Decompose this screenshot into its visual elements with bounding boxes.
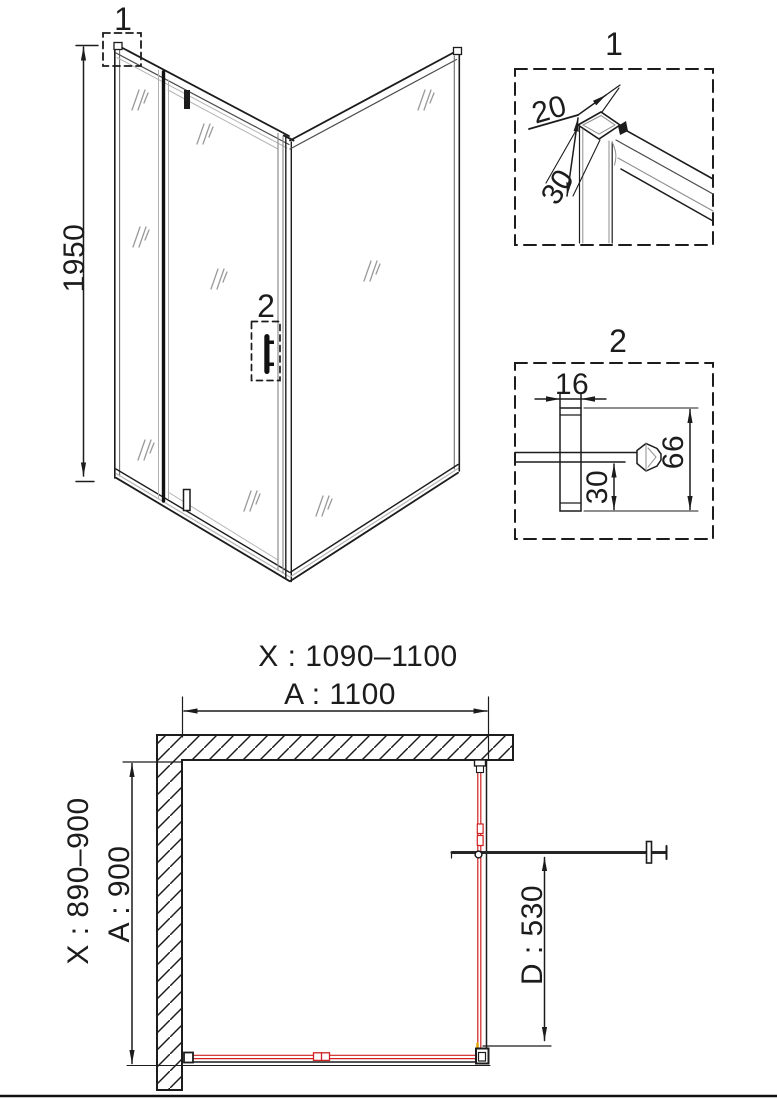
plan-depth-range-text: X : 890–900 — [62, 797, 95, 964]
wall-profile-section — [559, 392, 582, 512]
pivot-door — [167, 79, 284, 574]
plan-width-text: A : 1100 — [284, 678, 396, 711]
detail-2-dim-66 — [583, 407, 699, 512]
callout-2-label: 2 — [257, 288, 275, 324]
plan-glass-clip — [312, 1052, 331, 1062]
plan-door-pivot — [474, 850, 483, 859]
plan-hinge-clip — [476, 823, 484, 835]
corner-post — [283, 134, 295, 583]
door-top-pivot-pin — [184, 90, 190, 109]
right-panel-frame — [289, 46, 463, 583]
height-dimension — [75, 44, 99, 483]
height-dim-text: 1950 — [58, 224, 91, 293]
callout-2-box — [250, 320, 281, 382]
left-panel-frame — [113, 41, 290, 582]
callout-1-label: 1 — [114, 1, 132, 37]
detail-1-border — [514, 68, 714, 246]
detail-view-2: 2 16 66 — [514, 323, 714, 540]
detail-1-dim-20-text: 20 — [528, 89, 570, 130]
detail-2-dim-16-text: 16 — [555, 368, 589, 401]
plan-door-dimension — [482, 856, 552, 1047]
plan-open-door — [450, 840, 668, 864]
door-handle — [264, 334, 274, 374]
detail-1-label: 1 — [605, 26, 623, 62]
detail-2-dim-30-text: 30 — [581, 470, 614, 504]
door-bottom-pivot-pin — [182, 488, 191, 512]
callout-1-box — [102, 32, 142, 67]
detail-1-dim-30-text: 30 — [535, 164, 581, 211]
plan-door-text: D : 530 — [516, 885, 549, 985]
detail-2-dim-16 — [534, 396, 607, 402]
plan-right-glass — [473, 759, 488, 1050]
corner-profile-section — [576, 111, 628, 244]
glass-with-seal-section — [514, 442, 662, 472]
plan-corner-connector — [475, 1042, 490, 1065]
plan-door-handle — [645, 840, 653, 864]
plan-depth-text: A : 900 — [103, 846, 136, 943]
detail-1-dim-30 — [545, 117, 601, 197]
detail-2-dim-66-text: 66 — [657, 435, 690, 469]
detail-2-border — [514, 362, 714, 540]
walls-hatched — [156, 734, 514, 1091]
top-rail-section — [615, 126, 714, 222]
plan-view: X : 1090–1100 A : 1100 A : 900 X : 890–9… — [62, 640, 668, 1091]
front-perspective-view: 1950 1 2 — [58, 1, 463, 583]
detail-view-1: 1 20 — [514, 26, 714, 246]
plan-width-range-text: X : 1090–1100 — [258, 640, 457, 673]
plan-bottom-glass — [183, 1042, 490, 1065]
detail-1-dim-20 — [528, 84, 621, 130]
plan-wall-bracket — [183, 1051, 194, 1064]
plan-depth-dimension — [122, 761, 491, 1067]
detail-2-label: 2 — [609, 323, 627, 359]
